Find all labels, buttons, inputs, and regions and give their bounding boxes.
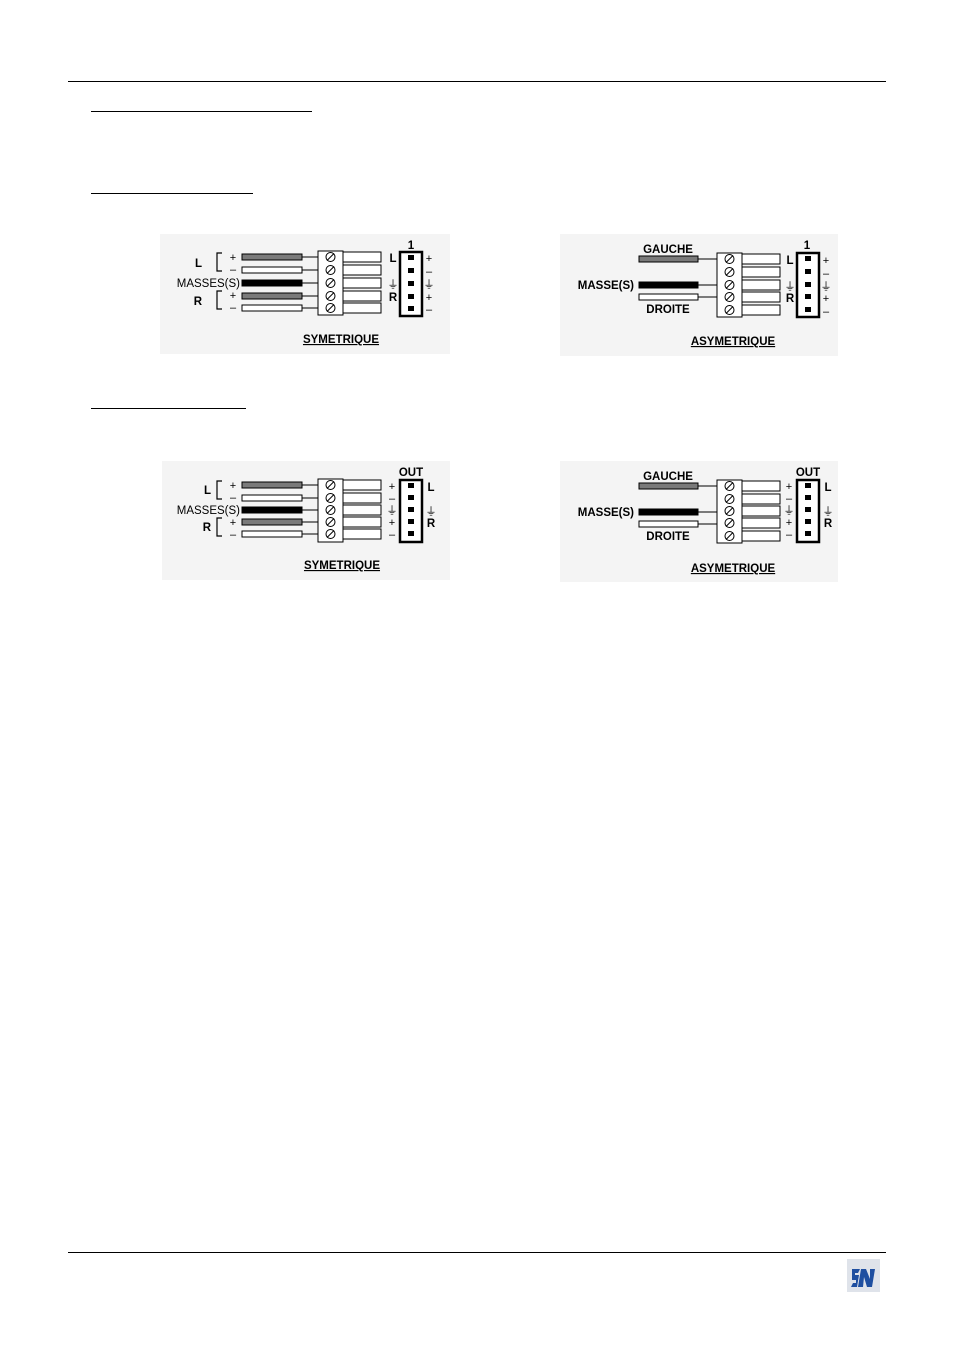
connector-inner-label: + (389, 481, 395, 493)
connector-inner-label: R (389, 292, 398, 304)
connector-inner-label: L (389, 253, 396, 265)
connector-inner-label: ⏚ (784, 504, 795, 517)
diagram-caption: SYMETRIQUE (304, 560, 380, 572)
connector-outer-label: ⏚ (426, 505, 437, 518)
wire-label-masse: MASSE(S) (578, 507, 634, 519)
wire-label-droite: DROITE (646, 304, 690, 316)
wire-sign: – (230, 302, 237, 314)
heading-underline-section-2 (91, 408, 246, 409)
label-R: R (194, 296, 203, 308)
wire-label-droite: DROITE (646, 531, 690, 543)
connector-title: OUT (796, 467, 820, 479)
label-masses: MASSES(S) (177, 505, 240, 517)
header-rule (68, 81, 886, 82)
connector-outer-label: – (426, 304, 433, 316)
connector-outer-label: R (427, 518, 436, 530)
diagram-symetrique-1: L MASSES(S) R + – + – (160, 234, 450, 354)
wire-sign: + (230, 290, 236, 302)
connector-title: OUT (399, 467, 423, 479)
company-logo (847, 1259, 880, 1292)
connector-inner-label: ⏚ (785, 280, 796, 293)
connector-inner-label: – (389, 529, 396, 541)
connector-inner-label: ⏚ (388, 278, 399, 291)
diagram-symetrique-2: L MASSES(S) R + – + – (162, 461, 450, 580)
connector-outer-label: + (426, 292, 432, 304)
label-L: L (195, 258, 202, 270)
connector-inner-label: ⏚ (387, 504, 398, 517)
connector-outer-label: R (824, 518, 833, 530)
wire-sign: + (230, 480, 236, 492)
connector-inner-label: – (389, 493, 396, 505)
wire-label-masse: MASSE(S) (578, 280, 634, 292)
diagram-asymetrique-1: GAUCHE MASSE(S) DROITE 1 (560, 234, 838, 356)
diagram-caption: ASYMETRIQUE (691, 336, 776, 348)
connector-outer-label: L (427, 482, 434, 494)
connector-inner-label: – (786, 493, 793, 505)
diagram-caption: SYMETRIQUE (303, 334, 379, 346)
connector-inner-label: – (786, 529, 793, 541)
label-masses: MASSES(S) (177, 278, 240, 290)
connector-outer-label: + (426, 253, 432, 265)
label-R: R (203, 522, 212, 534)
connector-inner-label: + (786, 517, 792, 529)
connector-outer-label: – (426, 266, 433, 278)
wire-label-gauche: GAUCHE (643, 244, 693, 256)
connector-outer-label: ⏚ (821, 280, 832, 293)
connector-inner-label: L (786, 255, 793, 267)
connector-outer-label: – (823, 306, 830, 318)
logo-mark-icon (850, 1268, 875, 1287)
wire-label-gauche: GAUCHE (643, 471, 693, 483)
wire-sign: + (230, 517, 236, 529)
connector-outer-label: L (824, 482, 831, 494)
connector-outer-label: + (823, 293, 829, 305)
connector-inner-label: + (786, 481, 792, 493)
diagram-asymetrique-2: GAUCHE MASSE(S) DROITE OUT (560, 461, 838, 582)
connector-outer-label: + (823, 255, 829, 267)
wire-sign: – (230, 529, 237, 541)
connector-title: 1 (804, 240, 811, 252)
wire-sign: – (230, 264, 237, 276)
diagram-caption: ASYMETRIQUE (691, 563, 776, 575)
connector-outer-label: ⏚ (424, 278, 435, 291)
footer-rule (68, 1252, 886, 1253)
heading-underline-main (91, 111, 312, 112)
connector-title: 1 (408, 240, 415, 252)
connector-inner-label: R (786, 293, 795, 305)
wire-sign: – (230, 492, 237, 504)
connector-inner-label: + (389, 517, 395, 529)
heading-underline-section-1 (91, 193, 253, 194)
connector-outer-label: – (823, 268, 830, 280)
connector-outer-label: ⏚ (823, 505, 834, 518)
wire-sign: + (230, 252, 236, 264)
label-L: L (204, 485, 211, 497)
